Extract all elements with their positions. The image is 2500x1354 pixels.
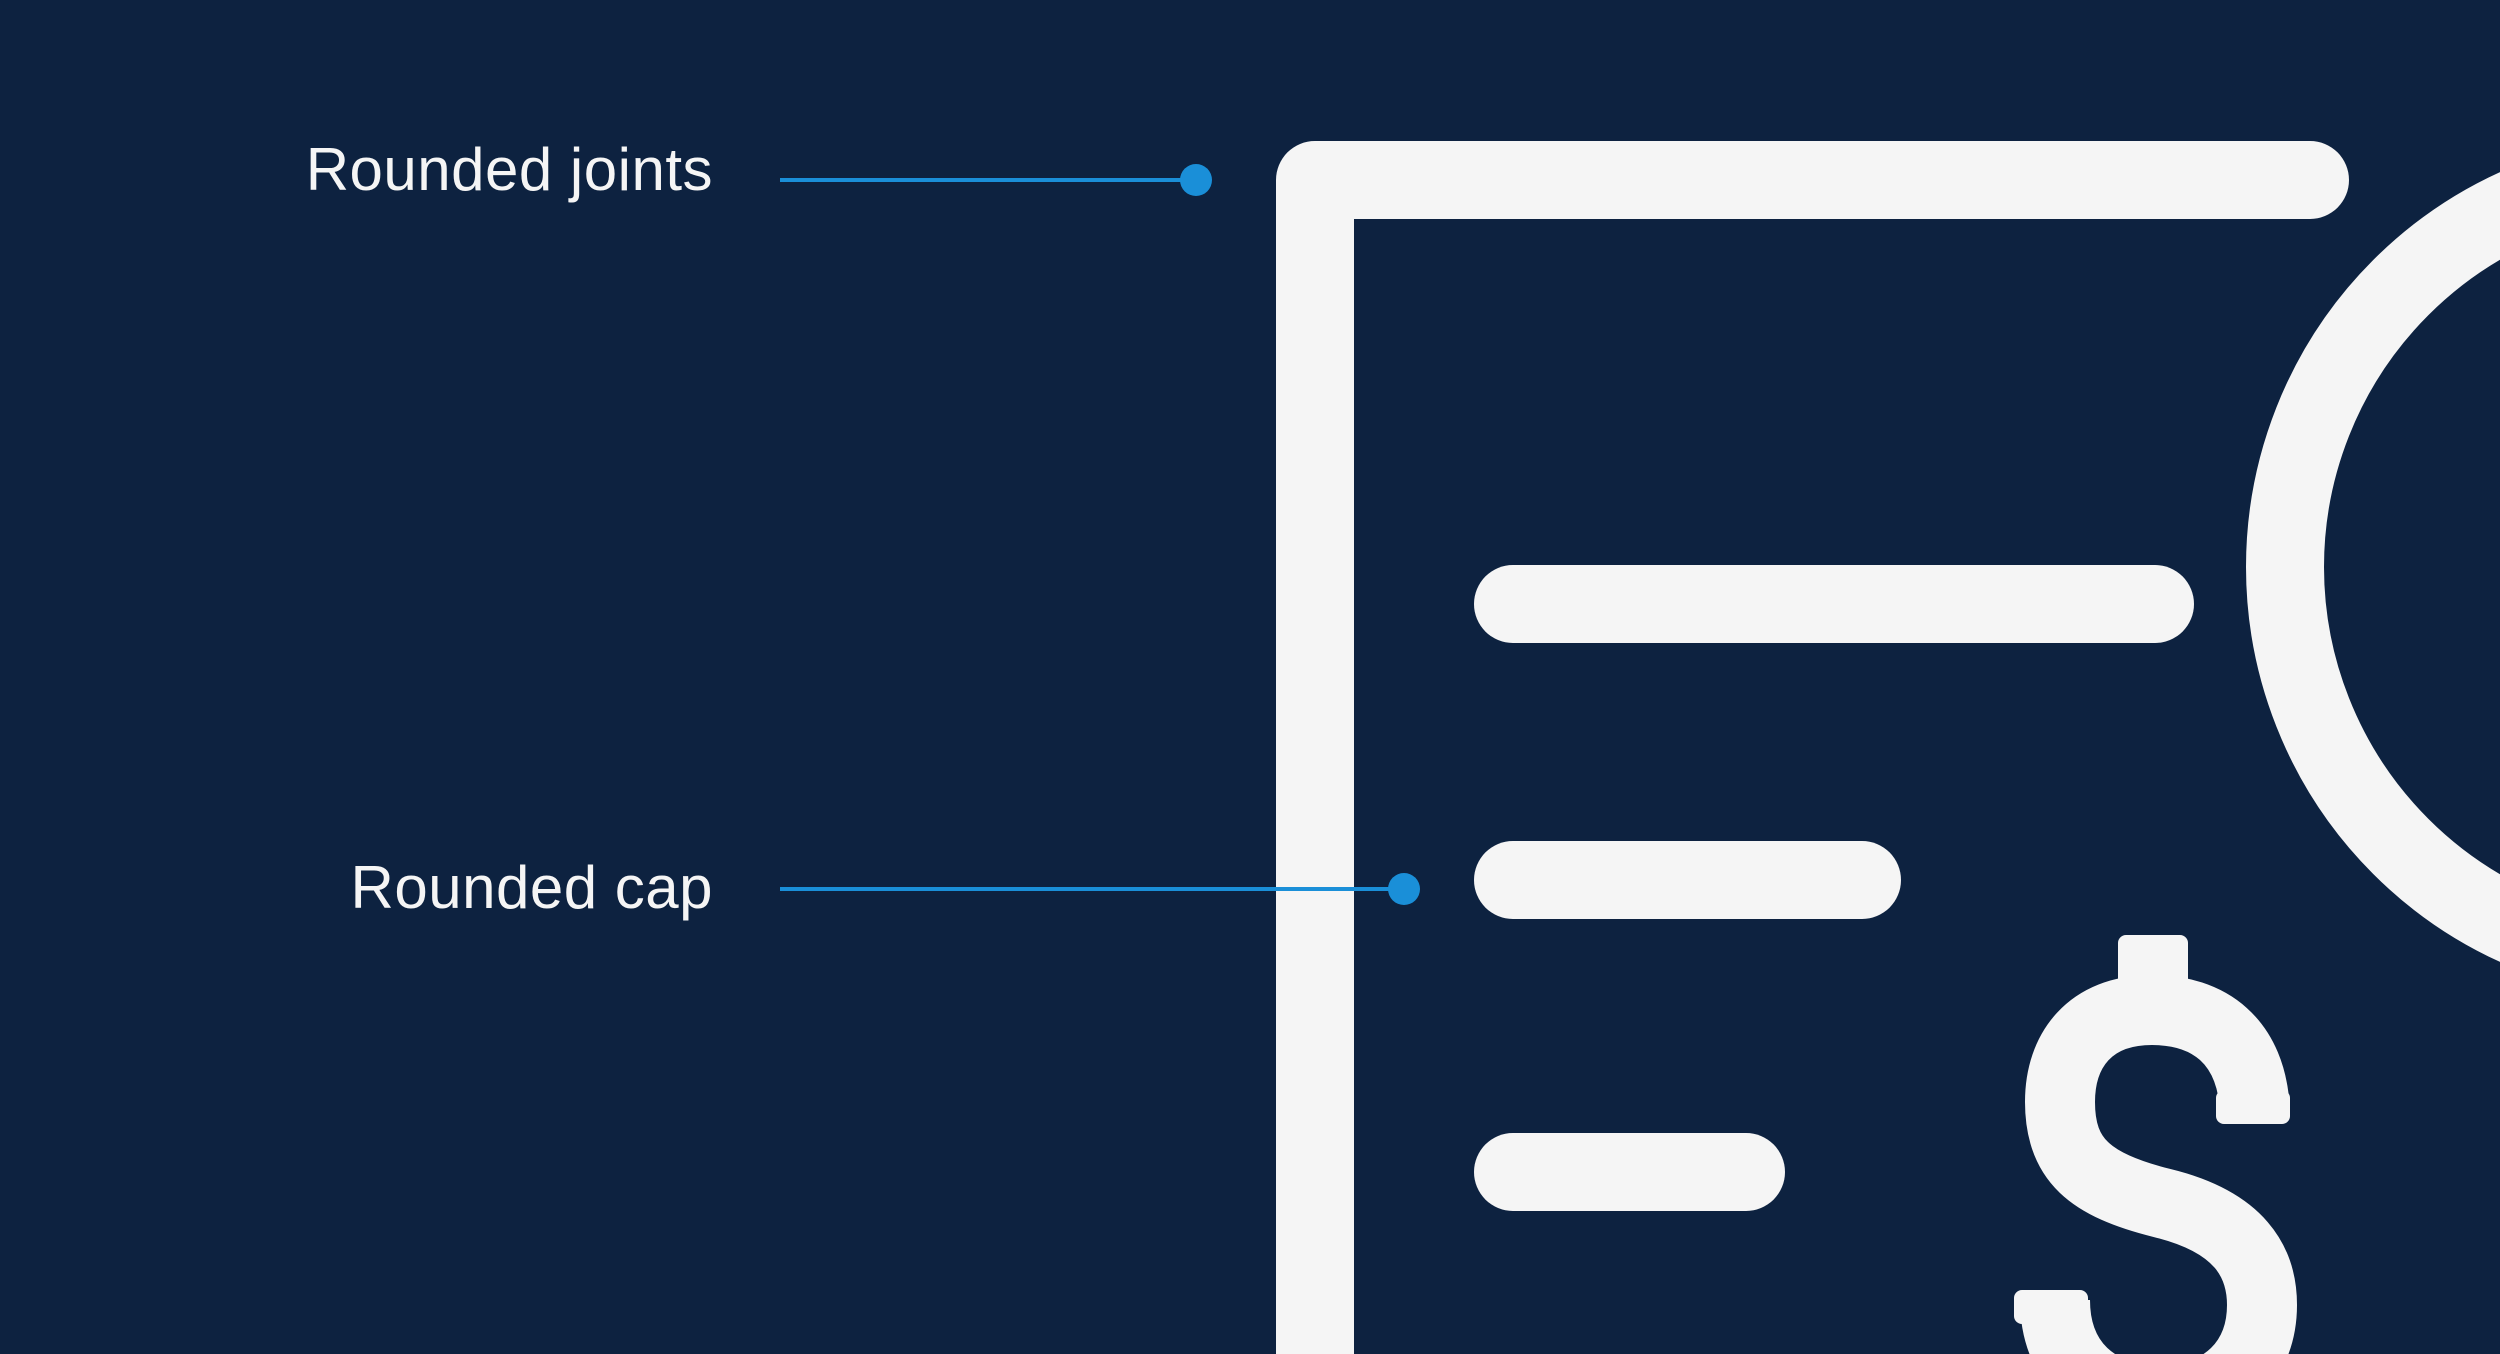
document-outline-stroke [1276,141,2349,1354]
dollar-sign-icon [2014,935,2297,1354]
callout-dot-cap [1388,873,1420,905]
coin-circle [2246,172,2500,962]
label-rounded-cap: Rounded cap [350,854,713,921]
callout-dot-joints [1180,164,1212,196]
label-rounded-joints: Rounded joints [305,136,713,203]
